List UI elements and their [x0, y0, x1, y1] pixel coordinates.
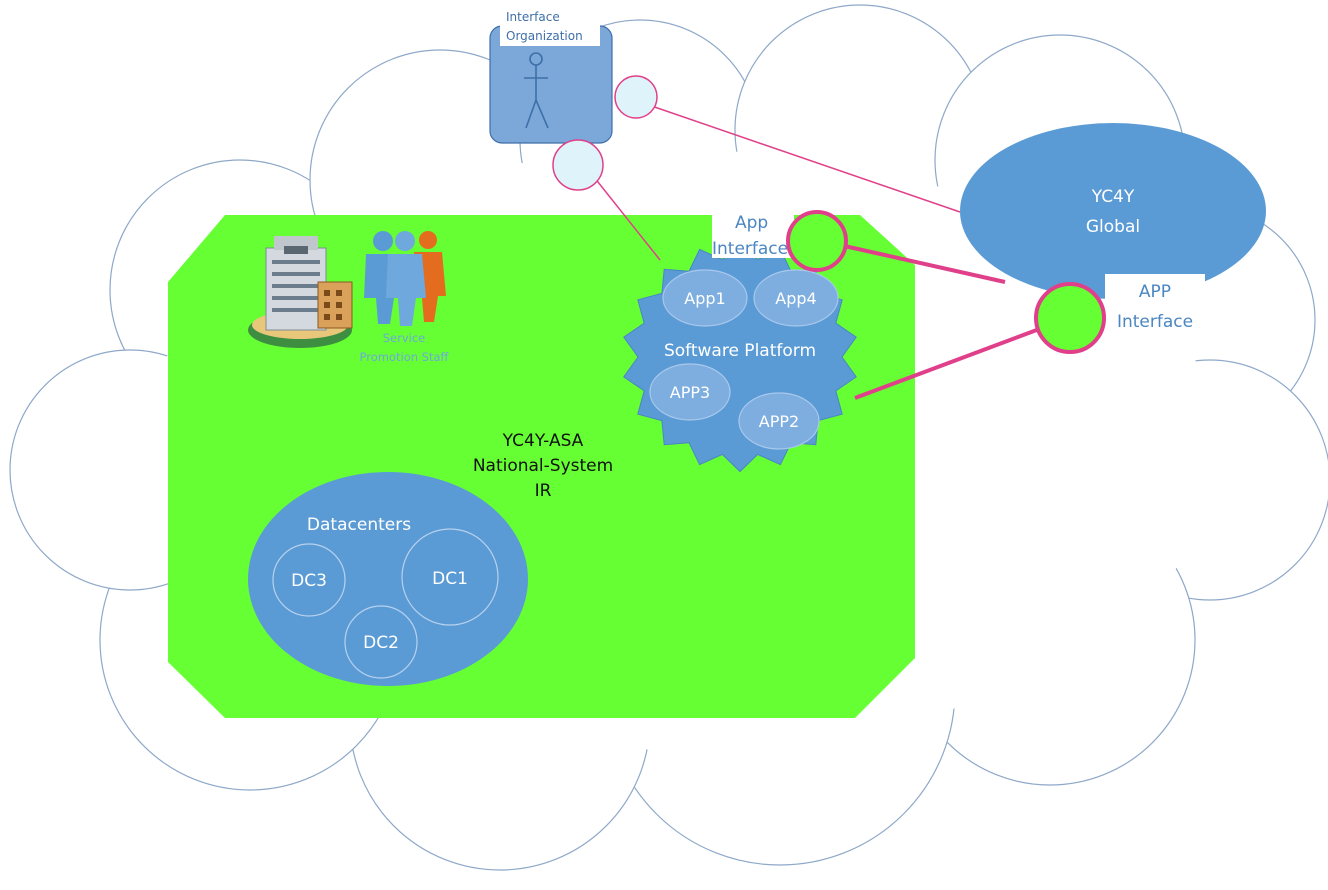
national-system-line-2: National-System: [473, 456, 613, 476]
datacenter-label: DC3: [291, 571, 327, 591]
datacenters-label: Datacenters: [307, 515, 411, 535]
global-label-1: YC4Y: [1091, 187, 1135, 207]
app-label: APP3: [670, 383, 710, 402]
thin-connectors: [589, 101, 961, 261]
software-platform-label: Software Platform: [664, 341, 816, 361]
app-interface-global-connector: [1034, 282, 1106, 354]
staff-people-icon: [364, 231, 446, 326]
datacenter-circle: [401, 528, 499, 626]
org-interface-circle-bottom: [552, 139, 604, 191]
datacenters: Datacenters DC3 DC1 DC2: [248, 472, 528, 686]
interface-organization: Interface Organization: [489, 8, 613, 144]
datacenter-circle: [272, 543, 346, 617]
software-platform: App1 App4 APP3 APP2 Software Platform: [623, 241, 857, 473]
global-label-2: Global: [1086, 217, 1140, 237]
datacenter-label: DC1: [432, 569, 468, 589]
app-interface-label-2: Interface: [712, 239, 788, 259]
national-system-label: YC4Y-ASA National-System IR: [473, 431, 613, 501]
app-label: App4: [775, 289, 816, 308]
app-label: APP2: [759, 412, 799, 431]
staff-label-2: Promotion Staff: [360, 350, 450, 364]
app-bubble: [753, 269, 839, 327]
app-interface-label-bg: [712, 206, 794, 258]
person-icon: [524, 52, 549, 129]
app-interface-label-1: App: [735, 213, 768, 233]
app-bubble: [662, 269, 748, 327]
datacenter-label: DC2: [363, 633, 399, 653]
org-interface-circle-right: [614, 75, 658, 119]
staff-label-1: Service: [383, 331, 426, 345]
app-interface-global-label-1: APP: [1139, 282, 1171, 302]
app-interface-global-label-2: Interface: [1117, 312, 1193, 332]
global-node: YC4Y Global: [960, 123, 1266, 299]
thick-connectors: [839, 243, 1043, 400]
app-interface-connector: [786, 210, 848, 272]
datacenter-circle: [344, 605, 418, 679]
building-icon: [248, 236, 353, 348]
app-bubble: [738, 392, 820, 450]
app-bubble: [649, 363, 731, 421]
national-system-line-1: YC4Y-ASA: [502, 431, 584, 451]
app-label: App1: [684, 289, 725, 308]
national-system-line-3: IR: [535, 481, 552, 501]
app-interface-global-label-bg: [1105, 274, 1205, 336]
interface-organization-label-1: Interface: [506, 10, 560, 24]
interface-organization-label-2: Organization: [506, 29, 583, 43]
